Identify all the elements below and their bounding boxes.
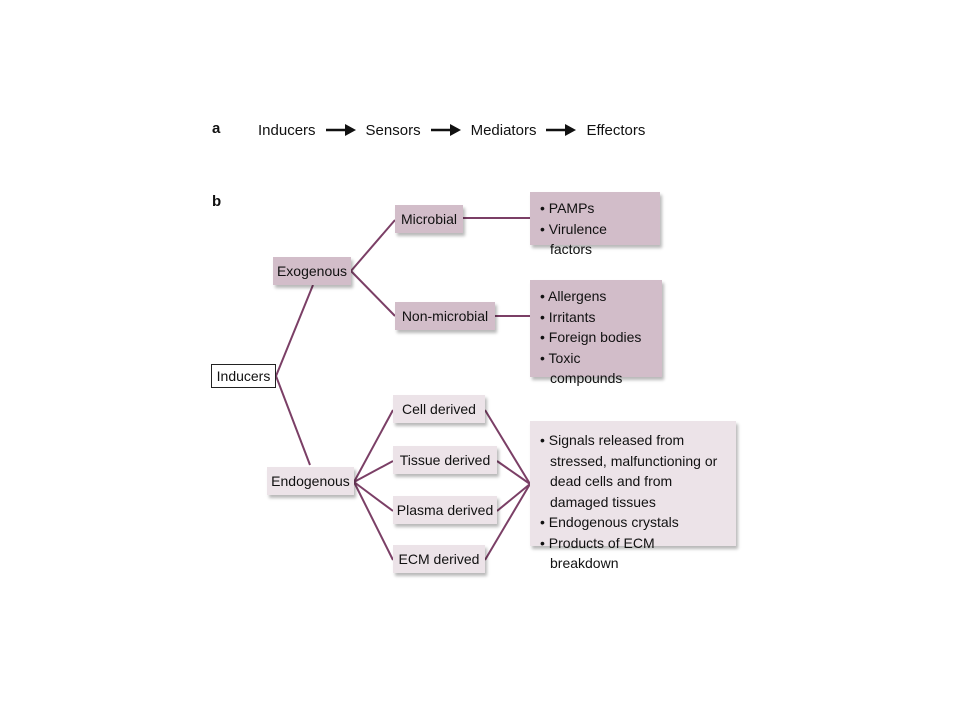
link-root-endogenous: [275, 375, 311, 466]
right-arrow-icon: [325, 124, 356, 136]
non-microbial-node: Non-microbial: [395, 302, 495, 330]
ecm-derived-node: ECM derived: [393, 545, 485, 573]
list-item: Products of ECM breakdown: [540, 533, 726, 574]
panel-a-label: a: [212, 120, 221, 137]
panel-b-label: b: [212, 193, 222, 210]
link-cell-list: [484, 409, 531, 485]
endogenous-node: Endogenous: [267, 467, 354, 495]
flow-step-inducers: Inducers: [258, 121, 316, 139]
tissue-derived-node: Tissue derived: [393, 446, 497, 474]
cell-derived-node: Cell derived: [393, 395, 485, 423]
link-plasma-list: [496, 483, 531, 512]
link-ecm-list: [484, 483, 531, 561]
link-root-exogenous: [275, 284, 314, 377]
list-item: Foreign bodies: [540, 327, 652, 348]
inducers-root-node: Inducers: [211, 364, 276, 388]
link-endogenous-tissue: [353, 460, 394, 483]
list-item: Virulence factors: [540, 219, 650, 260]
link-exogenous-nonmicrobial: [350, 270, 396, 317]
link-endogenous-plasma: [353, 481, 394, 512]
endogenous-list: Signals released from stressed, malfunct…: [530, 421, 736, 571]
pathway-flow: Inducers Sensors Mediators Effectors: [258, 119, 645, 141]
right-arrow-icon: [430, 124, 461, 136]
list-item: PAMPs: [540, 198, 650, 219]
list-item: Signals released from stressed, malfunct…: [540, 430, 726, 512]
list-item: Toxic compounds: [540, 348, 652, 389]
link-endogenous-ecm: [353, 481, 394, 561]
list-item: Endogenous crystals: [540, 512, 726, 533]
microbial-node: Microbial: [395, 205, 463, 233]
link-exogenous-microbial: [350, 219, 396, 272]
list-item: Irritants: [540, 307, 652, 328]
exogenous-node: Exogenous: [273, 257, 351, 285]
list-item: Allergens: [540, 286, 652, 307]
microbial-list: PAMPs Virulence factors: [530, 192, 660, 257]
link-endogenous-cell: [353, 409, 394, 483]
flow-step-sensors: Sensors: [365, 121, 421, 139]
flow-step-effectors: Effectors: [586, 121, 646, 139]
link-tissue-list: [496, 460, 531, 485]
plasma-derived-node: Plasma derived: [393, 496, 497, 524]
flow-step-mediators: Mediators: [470, 121, 537, 139]
non-microbial-list: Allergens Irritants Foreign bodies Toxic…: [530, 280, 662, 386]
right-arrow-icon: [546, 124, 577, 136]
